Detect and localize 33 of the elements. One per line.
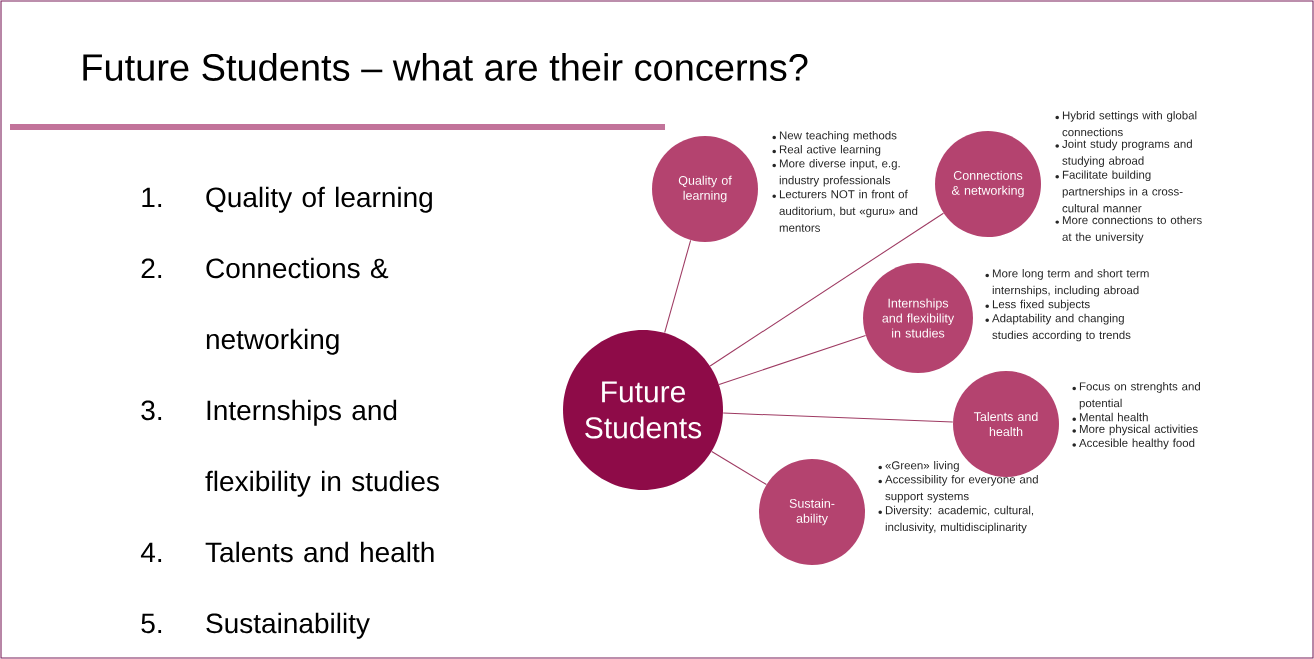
- bullet-item: Accesible healthy food: [1072, 438, 1195, 450]
- list-number: 1.: [142, 187, 162, 207]
- bullet-item: More diverse input, e.g. industry professionals: [772, 159, 900, 187]
- connector-line: [722, 412, 954, 423]
- bullet-item: Real active learning: [772, 145, 881, 156]
- connector-line: [709, 212, 944, 367]
- bullet-item: More connections to others at the university: [1055, 215, 1202, 244]
- bullet-item: Focus on strenghts and potential: [1072, 382, 1200, 410]
- bullet-item: Accessibility for everyone and support systems: [878, 475, 1038, 503]
- connector-line: [711, 450, 767, 485]
- bullet-item: Less fixed subjects: [985, 299, 1090, 311]
- bullet-item: New teaching methods: [772, 131, 897, 142]
- slide-title: Future Students – what are their concerns?: [83, 53, 808, 81]
- list-number: 5.: [141, 613, 162, 634]
- bullet-item: Hybrid settings with global connections: [1055, 111, 1197, 137]
- connector-line: [718, 335, 867, 386]
- connector-line: [664, 239, 692, 334]
- bullet-item: More physical activities: [1072, 424, 1198, 436]
- bullet-item: More long term and short term internships, including abroad: [985, 269, 1149, 297]
- list-item: Talents and health: [205, 541, 434, 563]
- bullet-item: Lecturers NOT in front of auditorium, but «guru» and mentors: [772, 189, 918, 232]
- list-number: 4.: [140, 542, 162, 562]
- bullet-item: Joint study programs and studying abroad: [1055, 139, 1192, 168]
- bullet-item: Facilitate building partnerships in a cross-cultural manner: [1055, 170, 1183, 213]
- bullet-item: Adaptability and changing studies according to trends: [985, 313, 1131, 342]
- list-item: Sustainability: [206, 612, 370, 639]
- list-number: 2.: [141, 258, 162, 278]
- bullet-item: Mental health: [1072, 412, 1148, 422]
- list-number: 3.: [141, 400, 162, 421]
- list-item: Internships and flexibility in studies: [205, 399, 439, 497]
- list-item: Connections & networking: [206, 257, 389, 355]
- bullet-item: Diversity: academic, cultural, inclusivity, multidisciplinarity: [878, 505, 1034, 534]
- list-item: Quality of learning: [206, 186, 432, 213]
